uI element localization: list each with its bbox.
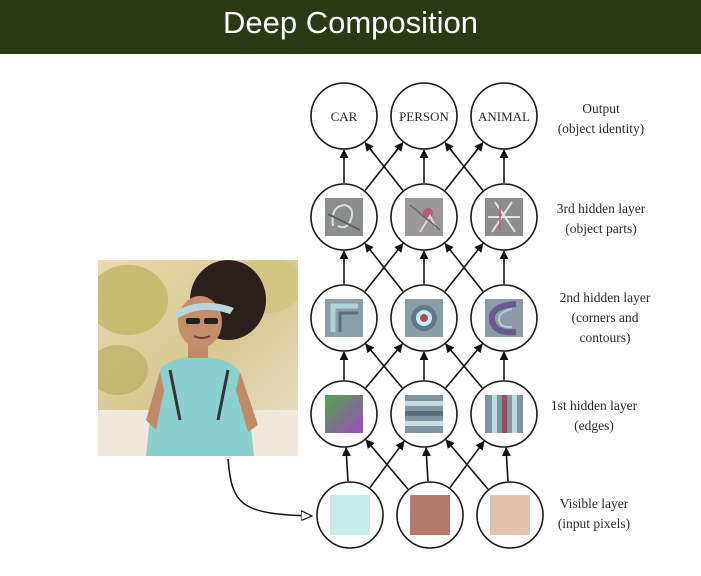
- connection-arrow-5: [445, 439, 489, 490]
- connection-arrow-3: [422, 447, 431, 482]
- connection-arrow-19: [444, 242, 484, 292]
- connection-arrow-0: [342, 447, 351, 482]
- connection-arrow-6: [502, 447, 511, 482]
- hidden2-label: 2nd hidden layer: [560, 290, 651, 305]
- output-node-car: [310, 82, 378, 150]
- visible-layer: [316, 481, 544, 549]
- connection-arrow-26: [444, 141, 484, 191]
- connection-arrow-23: [364, 141, 404, 191]
- hidden-layer-2: [310, 284, 538, 352]
- connection-arrow-9: [365, 343, 403, 389]
- diagonal-edge-feature-icon: [325, 395, 363, 433]
- header-bar: [0, 0, 701, 54]
- connection-arrow-12: [445, 343, 483, 389]
- curve-feature-icon: [485, 299, 523, 337]
- vertical-edge-feature-icon: [485, 395, 523, 433]
- output-node-person: [390, 82, 458, 150]
- hidden-layer-3: [310, 183, 538, 251]
- output-layer-label: Output: [582, 101, 620, 116]
- hidden3-label: 3rd hidden layer: [557, 201, 646, 216]
- hidden1-sublabel: (edges): [574, 418, 614, 433]
- output-label-person: PERSON: [399, 109, 449, 124]
- connection-arrows: [339, 141, 511, 490]
- photo-to-input-arrow: [227, 458, 312, 516]
- hidden2-sublabel-2: contours): [580, 330, 631, 345]
- hidden2-sublabel-1: (corners and: [571, 310, 638, 325]
- pixel-swatch-2: [410, 495, 450, 535]
- layer-labels: Output (object identity) 3rd hidden laye…: [551, 101, 651, 531]
- input-photo: [98, 260, 298, 456]
- object-part-feature-2-icon: [405, 198, 443, 236]
- visible-layer-label: Visible layer: [560, 496, 629, 511]
- hidden-layer-1: [310, 380, 538, 448]
- hidden1-label: 1st hidden layer: [551, 398, 638, 413]
- output-layer-sublabel: (object identity): [558, 121, 645, 136]
- output-label-animal: ANIMAL: [478, 109, 530, 124]
- output-label-car: CAR: [331, 109, 358, 124]
- output-layer: CAR PERSON ANIMAL: [310, 82, 538, 150]
- object-part-feature-1-icon: [325, 198, 363, 236]
- connection-arrow-2: [365, 439, 409, 490]
- hidden3-sublabel: (object parts): [565, 221, 637, 236]
- contour-feature-icon: [405, 299, 443, 337]
- woman-photo-icon: [98, 260, 298, 456]
- connection-arrow-16: [364, 242, 404, 292]
- object-part-feature-3-icon: [485, 198, 523, 236]
- visible-layer-sublabel: (input pixels): [558, 516, 630, 531]
- pixel-swatch-3: [490, 495, 530, 535]
- horizontal-edge-feature-icon: [405, 395, 443, 433]
- corner-feature-icon: [325, 299, 363, 337]
- output-node-animal: [470, 82, 538, 150]
- slide-title: Deep Composition: [222, 5, 479, 40]
- pixel-swatch-1: [330, 495, 370, 535]
